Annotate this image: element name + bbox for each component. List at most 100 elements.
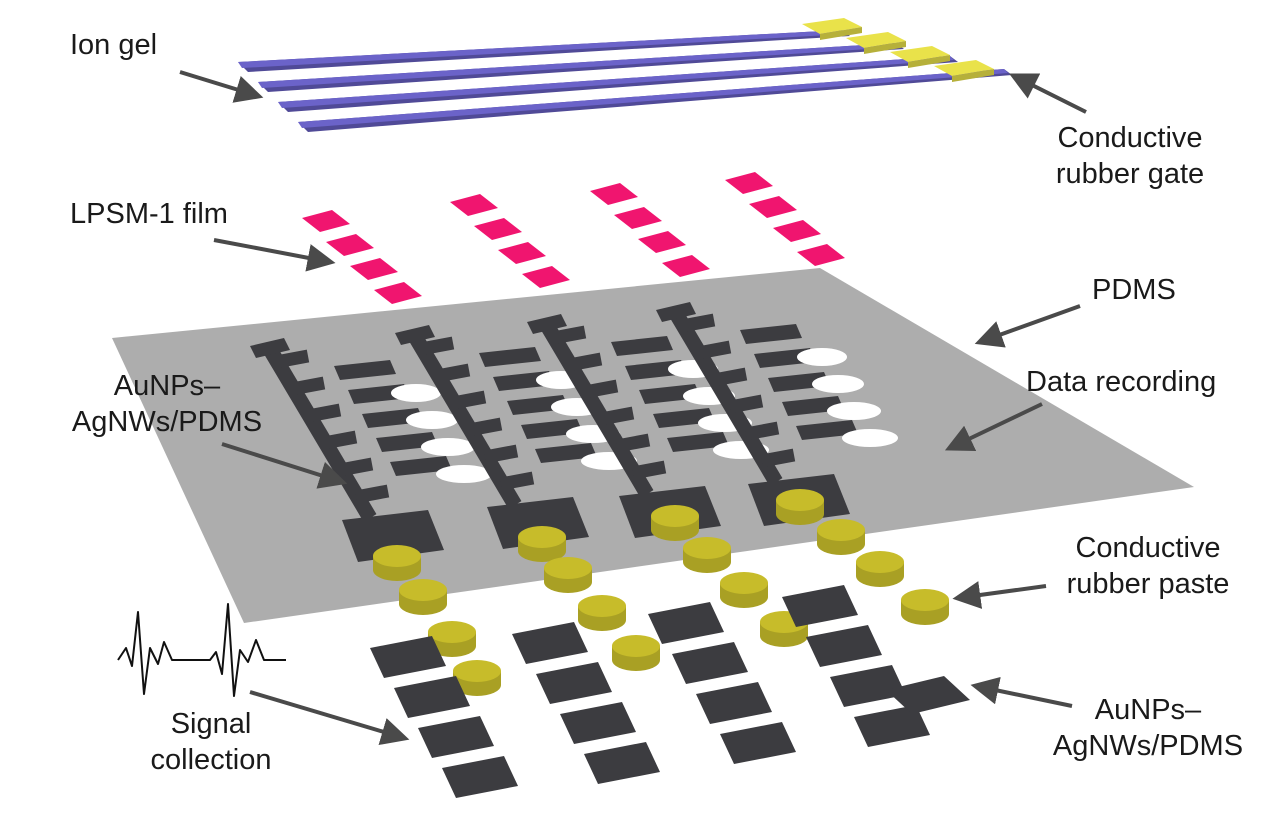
- sensing-pad: [796, 420, 858, 440]
- rubber-paste-top: [518, 526, 566, 548]
- callout-arrow: [249, 690, 410, 746]
- electrode-finger: [744, 421, 780, 441]
- electrode-finger: [583, 379, 619, 399]
- electrode-hole: [842, 429, 898, 447]
- callout-arrows: [179, 70, 1087, 746]
- gate-pad-side: [908, 55, 950, 68]
- lpsm-film-pad: [638, 231, 686, 253]
- label-conductive-rubber-paste: Conductive rubber paste: [1066, 532, 1230, 600]
- label-conductive-rubber-gate: Conductive rubber gate: [1055, 122, 1205, 190]
- electrode-finger: [338, 457, 374, 477]
- electrode-spine: [261, 342, 377, 522]
- bottom-electrode-pad: [696, 682, 772, 724]
- lpsm-film-layer: [302, 172, 845, 304]
- rubber-paste-top: [373, 545, 421, 567]
- rubber-paste-top: [399, 579, 447, 601]
- sensing-pad: [740, 324, 802, 344]
- rubber-paste-top: [651, 505, 699, 527]
- bottom-electrode-pad: [854, 705, 930, 747]
- callout-arrow: [1008, 73, 1087, 114]
- callout-arrow: [970, 676, 1073, 708]
- electrode-spine: [406, 329, 522, 509]
- sensing-pad: [390, 456, 452, 476]
- lpsm-film-pad: [302, 210, 350, 232]
- bottom-electrode-pad: [394, 676, 470, 718]
- electrode-finger: [306, 403, 342, 423]
- pdms-layer: [112, 268, 1194, 623]
- rubber-paste-top: [683, 537, 731, 559]
- lpsm-film-pad: [350, 258, 398, 280]
- gate-pad-side: [952, 69, 994, 82]
- gate-pad-side: [864, 41, 906, 54]
- sensing-pad: [535, 443, 597, 463]
- lpsm-film-pad: [662, 255, 710, 277]
- rubber-paste-top: [817, 519, 865, 541]
- electrode-finger: [419, 336, 455, 356]
- label-aunps-agnws-bottom: AuNPs– AgNWs/PDMS: [1052, 694, 1244, 762]
- electrode-finger: [290, 376, 326, 396]
- electrode-finger: [354, 484, 390, 504]
- callout-arrow: [974, 304, 1081, 348]
- electrode-finger: [483, 444, 519, 464]
- label-data-recording: Data recording: [1026, 366, 1217, 398]
- electrode-finger: [712, 367, 748, 387]
- ion-gel-strip: [298, 69, 1008, 128]
- bottom-electrode-pad: [806, 625, 882, 667]
- bottom-electrode-pad: [536, 662, 612, 704]
- electrode-finger: [467, 417, 503, 437]
- bottom-electrode-pad: [512, 622, 588, 664]
- rubber-paste-top: [612, 635, 660, 657]
- lpsm-film-pad: [522, 266, 570, 288]
- gate-pad: [802, 18, 862, 34]
- bottom-electrode-pad: [648, 602, 724, 644]
- ion-gel-strip: [238, 30, 846, 68]
- label-signal-collection: Signal collection: [150, 708, 272, 776]
- lpsm-film-pad: [498, 242, 546, 264]
- gate-pad: [934, 60, 994, 76]
- bottom-electrode-pad: [442, 756, 518, 798]
- bottom-electrode-pad: [720, 722, 796, 764]
- rubber-paste-top: [578, 595, 626, 617]
- rubber-paste-layer: [373, 489, 949, 696]
- electrode-hole: [421, 438, 475, 456]
- sensing-pad: [479, 347, 541, 367]
- rubber-paste-top: [428, 621, 476, 643]
- electrode-finger: [499, 471, 535, 491]
- lpsm-film-pad: [725, 172, 773, 194]
- electrode-cap: [250, 338, 290, 358]
- gate-pad-side: [820, 27, 862, 40]
- callout-arrow: [213, 238, 336, 272]
- ion-gel-strip: [278, 56, 954, 108]
- bottom-electrode-pad: [830, 665, 906, 707]
- bottom-electrode-pad: [672, 642, 748, 684]
- electrode-hole: [391, 384, 441, 402]
- electrode-finger: [760, 448, 796, 468]
- label-lpsm-film: LPSM-1 film: [70, 198, 228, 230]
- signal-waveform: [117, 603, 286, 697]
- bottom-electrode-pad: [560, 702, 636, 744]
- electrode-finger: [631, 460, 667, 480]
- rubber-paste-top: [720, 572, 768, 594]
- signal-waveform-line: [117, 603, 286, 697]
- lpsm-film-pad: [614, 207, 662, 229]
- ion-gel-strip: [258, 43, 900, 88]
- electrode-finger: [274, 349, 310, 369]
- electrode-finger: [728, 394, 764, 414]
- ion-gel-layer: [238, 18, 1012, 132]
- rubber-paste-top: [544, 557, 592, 579]
- bottom-electrode-pad: [782, 585, 858, 627]
- lpsm-film-pad: [474, 218, 522, 240]
- lpsm-film-pad: [773, 220, 821, 242]
- electrode-hole: [827, 402, 881, 420]
- lpsm-film-pad: [374, 282, 422, 304]
- lpsm-film-pad: [326, 234, 374, 256]
- electrode-finger: [599, 406, 635, 426]
- electrode-cap: [527, 314, 567, 334]
- electrode-finger: [680, 313, 716, 333]
- electrode-spine: [538, 318, 654, 498]
- electrode-hole: [812, 375, 864, 393]
- bottom-electrode-pad: [418, 716, 494, 758]
- callout-arrow: [221, 442, 348, 489]
- gate-pad: [846, 32, 906, 48]
